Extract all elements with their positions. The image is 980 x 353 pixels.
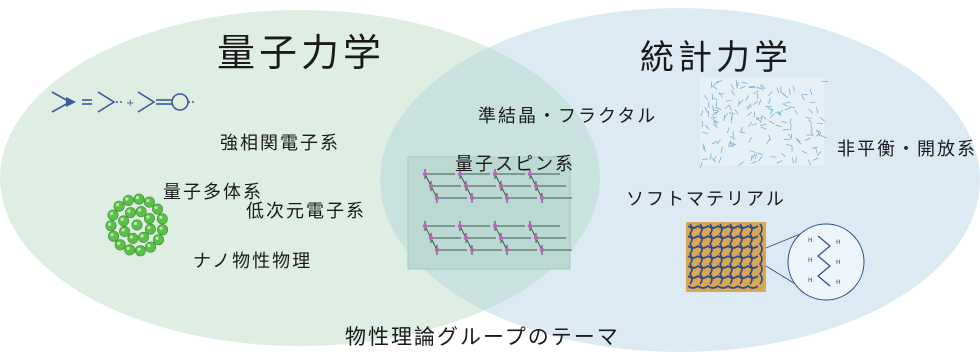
- svg-text:H: H: [836, 279, 841, 286]
- topic-strongly-correlated: 強相関電子系: [220, 133, 340, 154]
- feynman-diagram-icon: +: [51, 91, 196, 113]
- topic-quantum-spin: 量子スピン系: [455, 154, 575, 175]
- molecule-zoom-icon: H H H H H H: [765, 223, 865, 301]
- polymer-network-icon: [686, 222, 766, 292]
- statistical-mechanics-title: 統計力学: [640, 38, 792, 78]
- topic-quantum-many-body: 量子多体系: [163, 182, 263, 203]
- svg-text:H: H: [836, 259, 841, 266]
- quasicrystal-pattern-icon: [699, 78, 828, 168]
- svg-text:H: H: [808, 257, 813, 264]
- topic-soft-matter: ソフトマテリアル: [626, 189, 786, 210]
- spin-lattice-icon: [407, 156, 572, 270]
- svg-text:H: H: [808, 237, 813, 244]
- topic-nonequilibrium: 非平衡・開放系: [837, 139, 977, 160]
- svg-text:H: H: [808, 277, 813, 284]
- svg-text:+: +: [126, 98, 134, 109]
- topic-quasicrystal-fractal: 準結晶・フラクタル: [478, 106, 658, 127]
- quantum-mechanics-title: 量子力学: [217, 31, 386, 75]
- fullerene-icon: [105, 193, 169, 257]
- topic-low-dimensional: 低次元電子系: [246, 201, 366, 222]
- svg-text:H: H: [836, 239, 841, 246]
- diagram-caption: 物性理論グループのテーマ: [345, 325, 620, 349]
- topic-nano-physics: ナノ物性物理: [193, 251, 313, 272]
